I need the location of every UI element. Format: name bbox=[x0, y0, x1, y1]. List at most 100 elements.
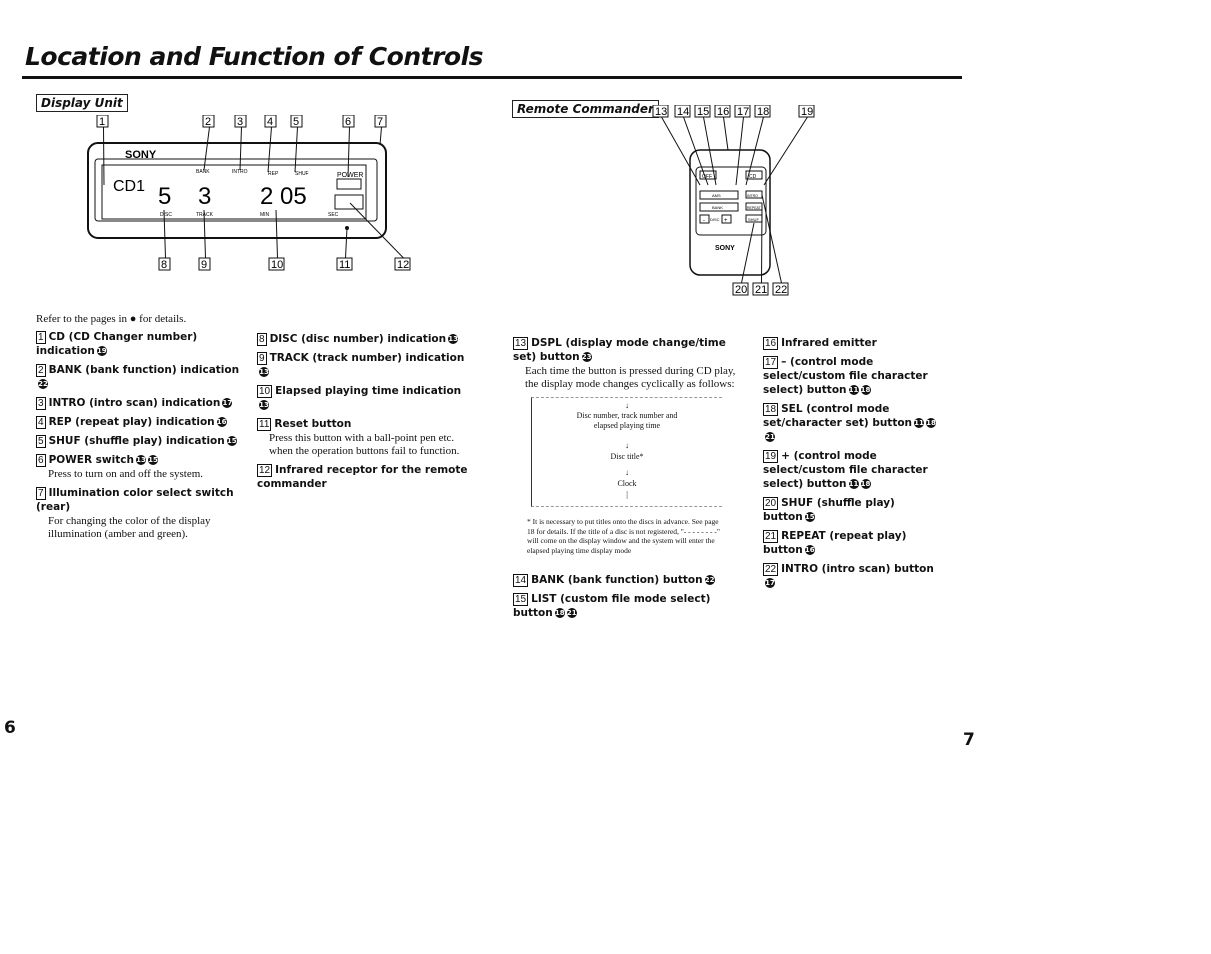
callout-15: 15 bbox=[694, 105, 717, 186]
item-label: – (control mode select/custom file chara… bbox=[763, 356, 928, 396]
callout-label: 22 bbox=[775, 284, 787, 296]
callout-10: 10 bbox=[268, 209, 285, 271]
callout-12: 12 bbox=[349, 202, 411, 271]
callout-label: 14 bbox=[677, 106, 689, 118]
page-ref-icon: 22 bbox=[704, 575, 715, 585]
callout-number: 16 bbox=[763, 337, 779, 350]
display-unit-heading: Display Unit bbox=[36, 94, 128, 112]
repeat-button-label: REPEAT bbox=[747, 206, 762, 210]
callout-label: 5 bbox=[293, 116, 299, 128]
item-label: LIST (custom file mode select) button bbox=[513, 593, 711, 619]
item-label: Infrared emitter bbox=[781, 337, 877, 349]
page-ref-icon: 15 bbox=[226, 436, 237, 446]
intro-indicator: INTRO bbox=[232, 169, 248, 175]
cycle-step-1: ↓Disc number, track number and elapsed p… bbox=[576, 401, 678, 430]
item-label: Elapsed playing time indication bbox=[275, 385, 462, 397]
callout-11: 11 bbox=[336, 227, 353, 271]
page-ref-icon: 21 bbox=[566, 608, 577, 618]
callout-label: 16 bbox=[717, 106, 729, 118]
callout-label: 10 bbox=[271, 259, 283, 271]
bank-button-label: BANK bbox=[712, 205, 723, 210]
callout-label: 18 bbox=[757, 106, 769, 118]
item-label: DSPL (display mode change/time set) butt… bbox=[513, 337, 726, 363]
callout-number: 2 bbox=[36, 364, 46, 377]
page-ref-icon: 13 bbox=[259, 400, 269, 410]
callout-number: 5 bbox=[36, 435, 46, 448]
page-title: Location and Function of Controls bbox=[25, 42, 484, 71]
list-item: 17– (control mode select/custom file cha… bbox=[763, 355, 938, 397]
item-label: DISC (disc number) indication bbox=[269, 333, 447, 345]
plus-button-label: + bbox=[724, 218, 728, 224]
item-label: + (control mode select/custom file chara… bbox=[763, 450, 928, 490]
page-ref-icon: 22 bbox=[38, 379, 48, 389]
page-number-right: 7 bbox=[963, 730, 975, 750]
callout-number: 14 bbox=[513, 574, 529, 587]
page-ref-icon: 17 bbox=[222, 398, 233, 408]
cd-button-label: CD bbox=[749, 174, 757, 180]
title-rule bbox=[22, 76, 962, 79]
page-ref-icon: 13 bbox=[448, 334, 459, 344]
callout-label: 20 bbox=[735, 284, 747, 296]
callout-number: 15 bbox=[513, 593, 529, 606]
page-ref-icon: 21 bbox=[765, 432, 775, 442]
page-ref-icon: 16 bbox=[804, 545, 815, 555]
callout-label: 7 bbox=[377, 116, 383, 128]
item-description: For changing the color of the display il… bbox=[48, 515, 211, 540]
callout-label: 2 bbox=[205, 116, 211, 128]
callout-label: 17 bbox=[737, 106, 749, 118]
power-switch bbox=[336, 178, 362, 190]
power-label: POWER bbox=[337, 172, 363, 179]
remote-commander-heading: Remote Commander bbox=[512, 100, 659, 118]
page-ref-icon: 13 bbox=[135, 455, 146, 465]
callout-label: 6 bbox=[345, 116, 351, 128]
callout-label: 12 bbox=[397, 259, 409, 271]
ams-button-label: AMS bbox=[712, 193, 721, 198]
shuf-button-label: SHUF bbox=[748, 217, 759, 222]
callout-2: 2 bbox=[202, 115, 215, 171]
rep-indicator: REP bbox=[268, 171, 279, 177]
item-label: REPEAT (repeat play) button bbox=[763, 530, 907, 556]
item-label: Illumination color select switch (rear) bbox=[36, 487, 234, 513]
remote-commander-diagram: OFF CD AMS BANK - DISC + INTRO REPEAT SH… bbox=[652, 105, 815, 296]
item-label: CD (CD Changer number) indication bbox=[36, 331, 198, 357]
footnote: * It is necessary to put titles onto the… bbox=[527, 517, 720, 555]
page-ref-icon: 17 bbox=[765, 578, 775, 588]
callout-16: 16 bbox=[714, 105, 731, 151]
callout-4: 4 bbox=[264, 115, 277, 173]
page-ref-icon: 23 bbox=[581, 352, 592, 362]
callout-8: 8 bbox=[158, 209, 171, 271]
callout-18: 18 bbox=[745, 105, 771, 186]
page-ref-icon: 18 bbox=[860, 385, 871, 395]
callout-label: 3 bbox=[237, 116, 243, 128]
callout-number: 3 bbox=[36, 397, 46, 410]
callout-number: 9 bbox=[257, 352, 267, 365]
item-label: Infrared receptor for the remote command… bbox=[257, 464, 468, 490]
page-refs: 23 bbox=[580, 351, 592, 363]
callout-5: 5 bbox=[290, 115, 303, 173]
item-description: Press this button with a ball-point pen … bbox=[269, 432, 460, 457]
cd-number-lcd: CD1 bbox=[113, 178, 145, 195]
callout-number: 19 bbox=[763, 450, 779, 463]
display-mode-cycle: ↓Disc number, track number and elapsed p… bbox=[531, 397, 722, 507]
callout-label: 15 bbox=[697, 106, 709, 118]
item-label: REP (repeat play) indication bbox=[48, 416, 215, 428]
callout-label: 8 bbox=[161, 259, 167, 271]
